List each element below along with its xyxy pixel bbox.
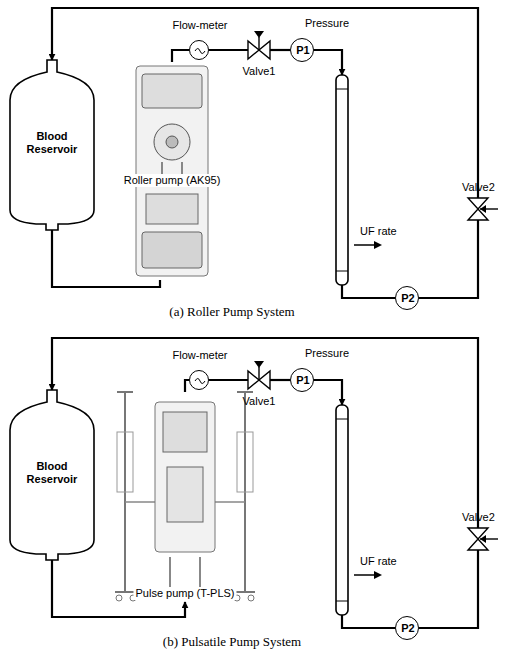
dialyzer-shape xyxy=(336,405,348,615)
pressure-gauge: P1Pressure xyxy=(290,368,314,392)
flow-meter: Flow-meter xyxy=(189,370,209,390)
valve-shape xyxy=(248,371,270,389)
valve: Valve2 xyxy=(468,198,488,220)
blood-reservoir: Blood Reservoir xyxy=(8,60,96,230)
tubing-line xyxy=(52,8,478,198)
flow-meter: Flow-meter xyxy=(189,40,209,60)
flow-meter-shape xyxy=(190,41,210,61)
node-label: Roller pump (AK95) xyxy=(122,174,223,187)
tubing-line xyxy=(342,285,395,298)
node-label: P1 xyxy=(296,44,309,57)
valve-shape xyxy=(468,198,488,220)
node-label: P2 xyxy=(401,292,414,305)
dialyzer: UF rate xyxy=(336,75,348,285)
figure-caption: (b) Pulsatile Pump System xyxy=(163,634,301,650)
flow-meter-shape xyxy=(190,371,210,391)
pressure-gauge: P1Pressure xyxy=(290,38,314,62)
tubing-line xyxy=(419,550,478,628)
tubing-line xyxy=(314,380,342,405)
node-label: Pulse pump (T-PLS) xyxy=(133,587,236,600)
valve: Valve1 xyxy=(248,371,270,389)
roller-pump-shape xyxy=(132,62,212,280)
tubing-line xyxy=(209,379,248,381)
valve: Valve1 xyxy=(248,41,270,59)
node-label: Pressure xyxy=(305,17,349,30)
pressure-gauge: P2 xyxy=(395,286,419,310)
node-label: Blood Reservoir xyxy=(12,460,92,485)
tubing-line xyxy=(342,615,395,628)
node-label: P1 xyxy=(296,374,309,387)
node-label: UF rate xyxy=(360,225,397,238)
node-label: UF rate xyxy=(360,555,397,568)
node-label: P2 xyxy=(401,622,414,635)
tubing-line xyxy=(419,220,478,298)
pulsatile-pump: Pulse pump (T-PLS) xyxy=(115,392,255,602)
tubing-line xyxy=(270,49,290,51)
tubing-line xyxy=(52,338,478,528)
dialyzer-shape xyxy=(336,75,348,285)
node-label: Flow-meter xyxy=(172,19,227,32)
node-label: Valve2 xyxy=(462,511,495,524)
tubing-line xyxy=(270,379,290,381)
node-label: Valve1 xyxy=(243,65,276,78)
tubing-line xyxy=(172,50,189,62)
valve-shape xyxy=(468,528,488,550)
valve-shape xyxy=(248,41,270,59)
node-label: Valve1 xyxy=(243,395,276,408)
tubing-line xyxy=(209,49,248,51)
node-label: Pressure xyxy=(305,347,349,360)
blood-reservoir: Blood Reservoir xyxy=(8,390,96,560)
node-label: Blood Reservoir xyxy=(12,130,92,155)
node-label: Flow-meter xyxy=(172,349,227,362)
figure-caption: (a) Roller Pump System xyxy=(169,304,294,320)
node-label: Valve2 xyxy=(462,181,495,194)
pulsatile-pump-shape xyxy=(115,392,255,602)
dialyzer: UF rate xyxy=(336,405,348,615)
pressure-gauge: P2 xyxy=(395,616,419,640)
roller-pump: Roller pump (AK95) xyxy=(132,62,212,280)
valve: Valve2 xyxy=(468,528,488,550)
tubing-line xyxy=(314,50,342,75)
